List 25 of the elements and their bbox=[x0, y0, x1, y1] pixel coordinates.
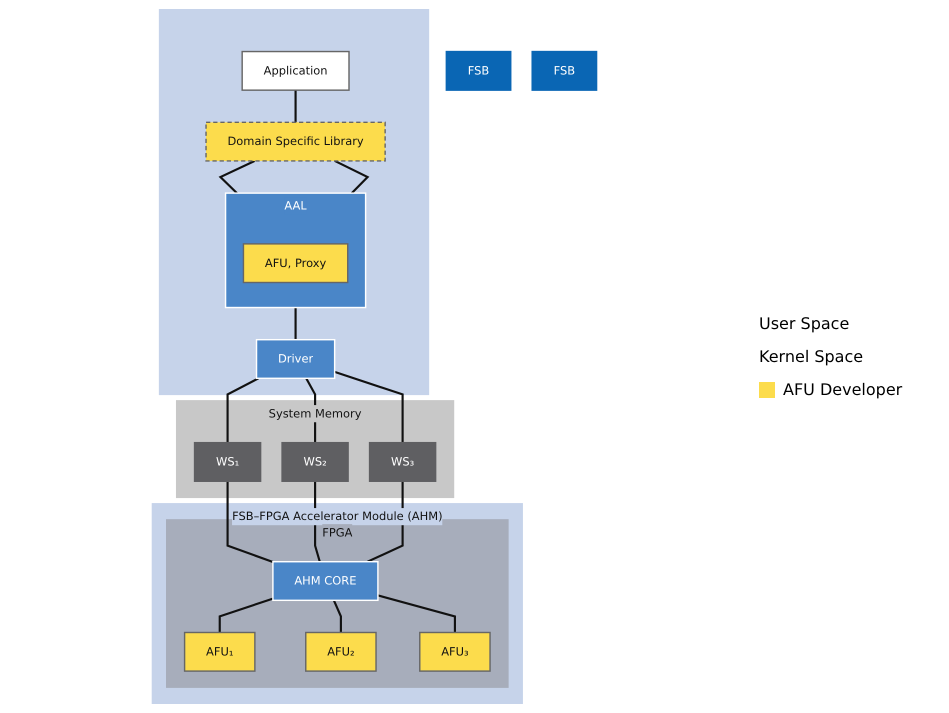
node-box: FSB bbox=[531, 50, 598, 91]
node-box: AFU₂ bbox=[305, 632, 377, 672]
connector bbox=[332, 600, 342, 632]
node-box: AFU, Proxy bbox=[242, 243, 348, 284]
connector bbox=[334, 370, 404, 443]
connector bbox=[218, 598, 274, 632]
node-box: AFU₁ bbox=[184, 632, 256, 672]
connector bbox=[378, 594, 456, 632]
connector bbox=[226, 481, 274, 564]
node-box: Domain Specific Library bbox=[205, 122, 386, 162]
region-label: User Space bbox=[759, 314, 850, 333]
connector bbox=[226, 377, 259, 443]
cluster bbox=[158, 9, 430, 396]
node-box: FSB bbox=[446, 50, 512, 91]
node-box: WS₁ bbox=[194, 442, 262, 482]
connector bbox=[294, 308, 297, 340]
node-box: Application bbox=[241, 50, 350, 91]
region-label: Kernel Space bbox=[759, 347, 864, 366]
connector bbox=[294, 90, 297, 122]
node-box: AHM CORE bbox=[272, 561, 379, 602]
node-box: AFU₃ bbox=[419, 632, 491, 672]
node-box: WS₃ bbox=[368, 442, 436, 482]
node-box: Driver bbox=[256, 338, 336, 380]
node-box: WS₂ bbox=[281, 442, 349, 482]
legend-label: AFU Developer bbox=[783, 380, 902, 399]
